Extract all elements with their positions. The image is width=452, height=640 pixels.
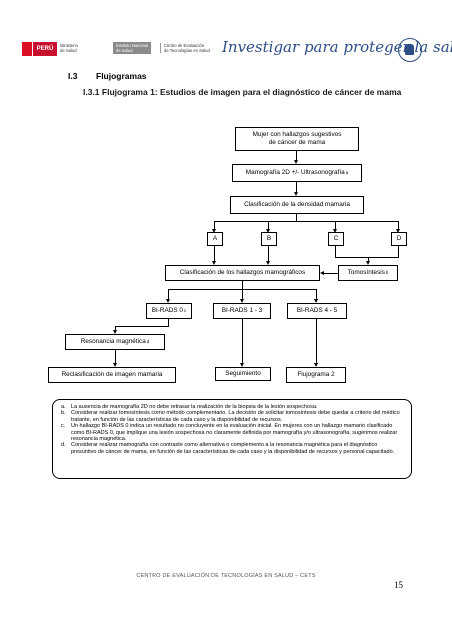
peru-logo: PERÚ bbox=[33, 42, 57, 56]
flowchart-2-box: Flujograma 2 bbox=[286, 367, 346, 383]
density-a-box: A bbox=[207, 232, 223, 246]
notes-box: a.La ausencia de mamografía 2D no debe r… bbox=[52, 399, 412, 479]
density-c-box: C bbox=[328, 232, 344, 246]
density-box: Clasificación de la densidad mamaria bbox=[230, 196, 364, 214]
note-a: a.La ausencia de mamografía 2D no debe r… bbox=[61, 404, 318, 410]
reclassification-box: Reclasificación de imagen mamaria bbox=[48, 367, 176, 383]
note-d: d.Considerar realizar mamografía con con… bbox=[61, 442, 395, 455]
note-c: c.Un hallazgo BI-RADS 0 indica un result… bbox=[61, 423, 398, 443]
slogan: Investigar para proteger la salud bbox=[222, 38, 452, 56]
peru-flag-icon bbox=[22, 42, 32, 56]
density-b-box: B bbox=[261, 232, 277, 246]
section-title: Flujogramas bbox=[96, 71, 147, 81]
density-d-box: D bbox=[391, 232, 407, 246]
followup-box: Seguimiento bbox=[215, 367, 271, 381]
ins-emblem-icon bbox=[398, 38, 422, 62]
footer-text: CENTRO DE EVALUACIÓN DE TECNOLOGÍAS EN S… bbox=[136, 573, 316, 579]
subsection-title: I.3.1 Flujograma 1: Estudios de imagen p… bbox=[83, 87, 402, 97]
birads-1-3-box: BI-RADS 1 - 3 bbox=[213, 303, 271, 319]
birads-4-5-box: BI-RADS 4 - 5 bbox=[287, 303, 347, 319]
emblem-figure-icon bbox=[405, 44, 414, 55]
page-number: 15 bbox=[394, 580, 403, 590]
findings-box: Clasificación de los hallazgos mamográfi… bbox=[165, 265, 320, 281]
section-number: I.3 bbox=[68, 71, 78, 81]
note-b: b.Considerar realizar tomosíntesis como … bbox=[61, 410, 400, 423]
